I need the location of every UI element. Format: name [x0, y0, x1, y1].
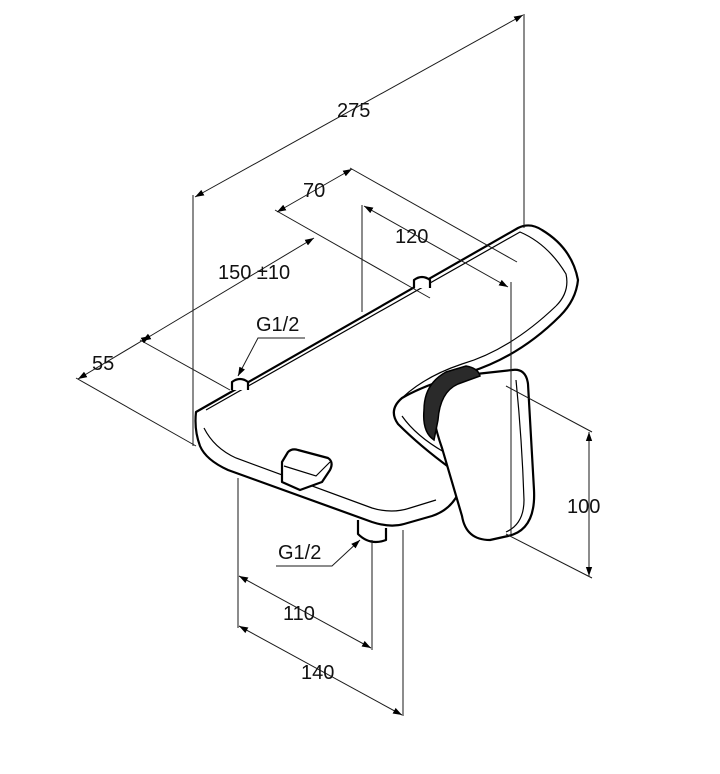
top-inlet-right — [412, 275, 432, 288]
mixer-body — [194, 224, 580, 544]
lever-handle-edge — [505, 379, 525, 533]
label-150: 150 ±10 — [218, 262, 290, 284]
inner-curve-line — [401, 415, 445, 453]
label-275: 275 — [337, 100, 370, 122]
dim-line-275 — [194, 14, 524, 198]
label-70: 70 — [303, 180, 325, 202]
thermo-button — [280, 448, 333, 492]
dimension-lines — [77, 14, 593, 716]
label-140: 140 — [301, 662, 334, 684]
dimension-labels: 275 70 120 150 ±10 55 G1/2 G1/2 100 110 … — [92, 100, 600, 684]
under-curve-line — [395, 305, 557, 405]
dim-line-120 — [363, 205, 509, 288]
label-thread-top: G1/2 — [256, 314, 299, 336]
front-edge-line — [203, 427, 437, 512]
label-thread-bottom: G1/2 — [278, 542, 321, 564]
label-110: 110 — [283, 603, 315, 625]
thermo-button-edge — [283, 461, 331, 477]
dim-line-55 — [77, 335, 151, 380]
dim-line-140 — [238, 625, 403, 716]
lever-handle — [430, 368, 536, 542]
leader-bottom-thread — [276, 539, 361, 567]
top-inlet-left — [230, 377, 250, 390]
dim-line-70 — [276, 168, 353, 213]
label-120: 120 — [395, 226, 428, 248]
label-100: 100 — [567, 496, 600, 518]
bottom-outlet — [356, 520, 388, 544]
leader-top-thread — [237, 337, 305, 377]
label-55: 55 — [92, 353, 114, 375]
lever-collar — [422, 365, 481, 442]
dim-line-150 — [141, 237, 315, 342]
top-surface-line — [205, 231, 568, 411]
